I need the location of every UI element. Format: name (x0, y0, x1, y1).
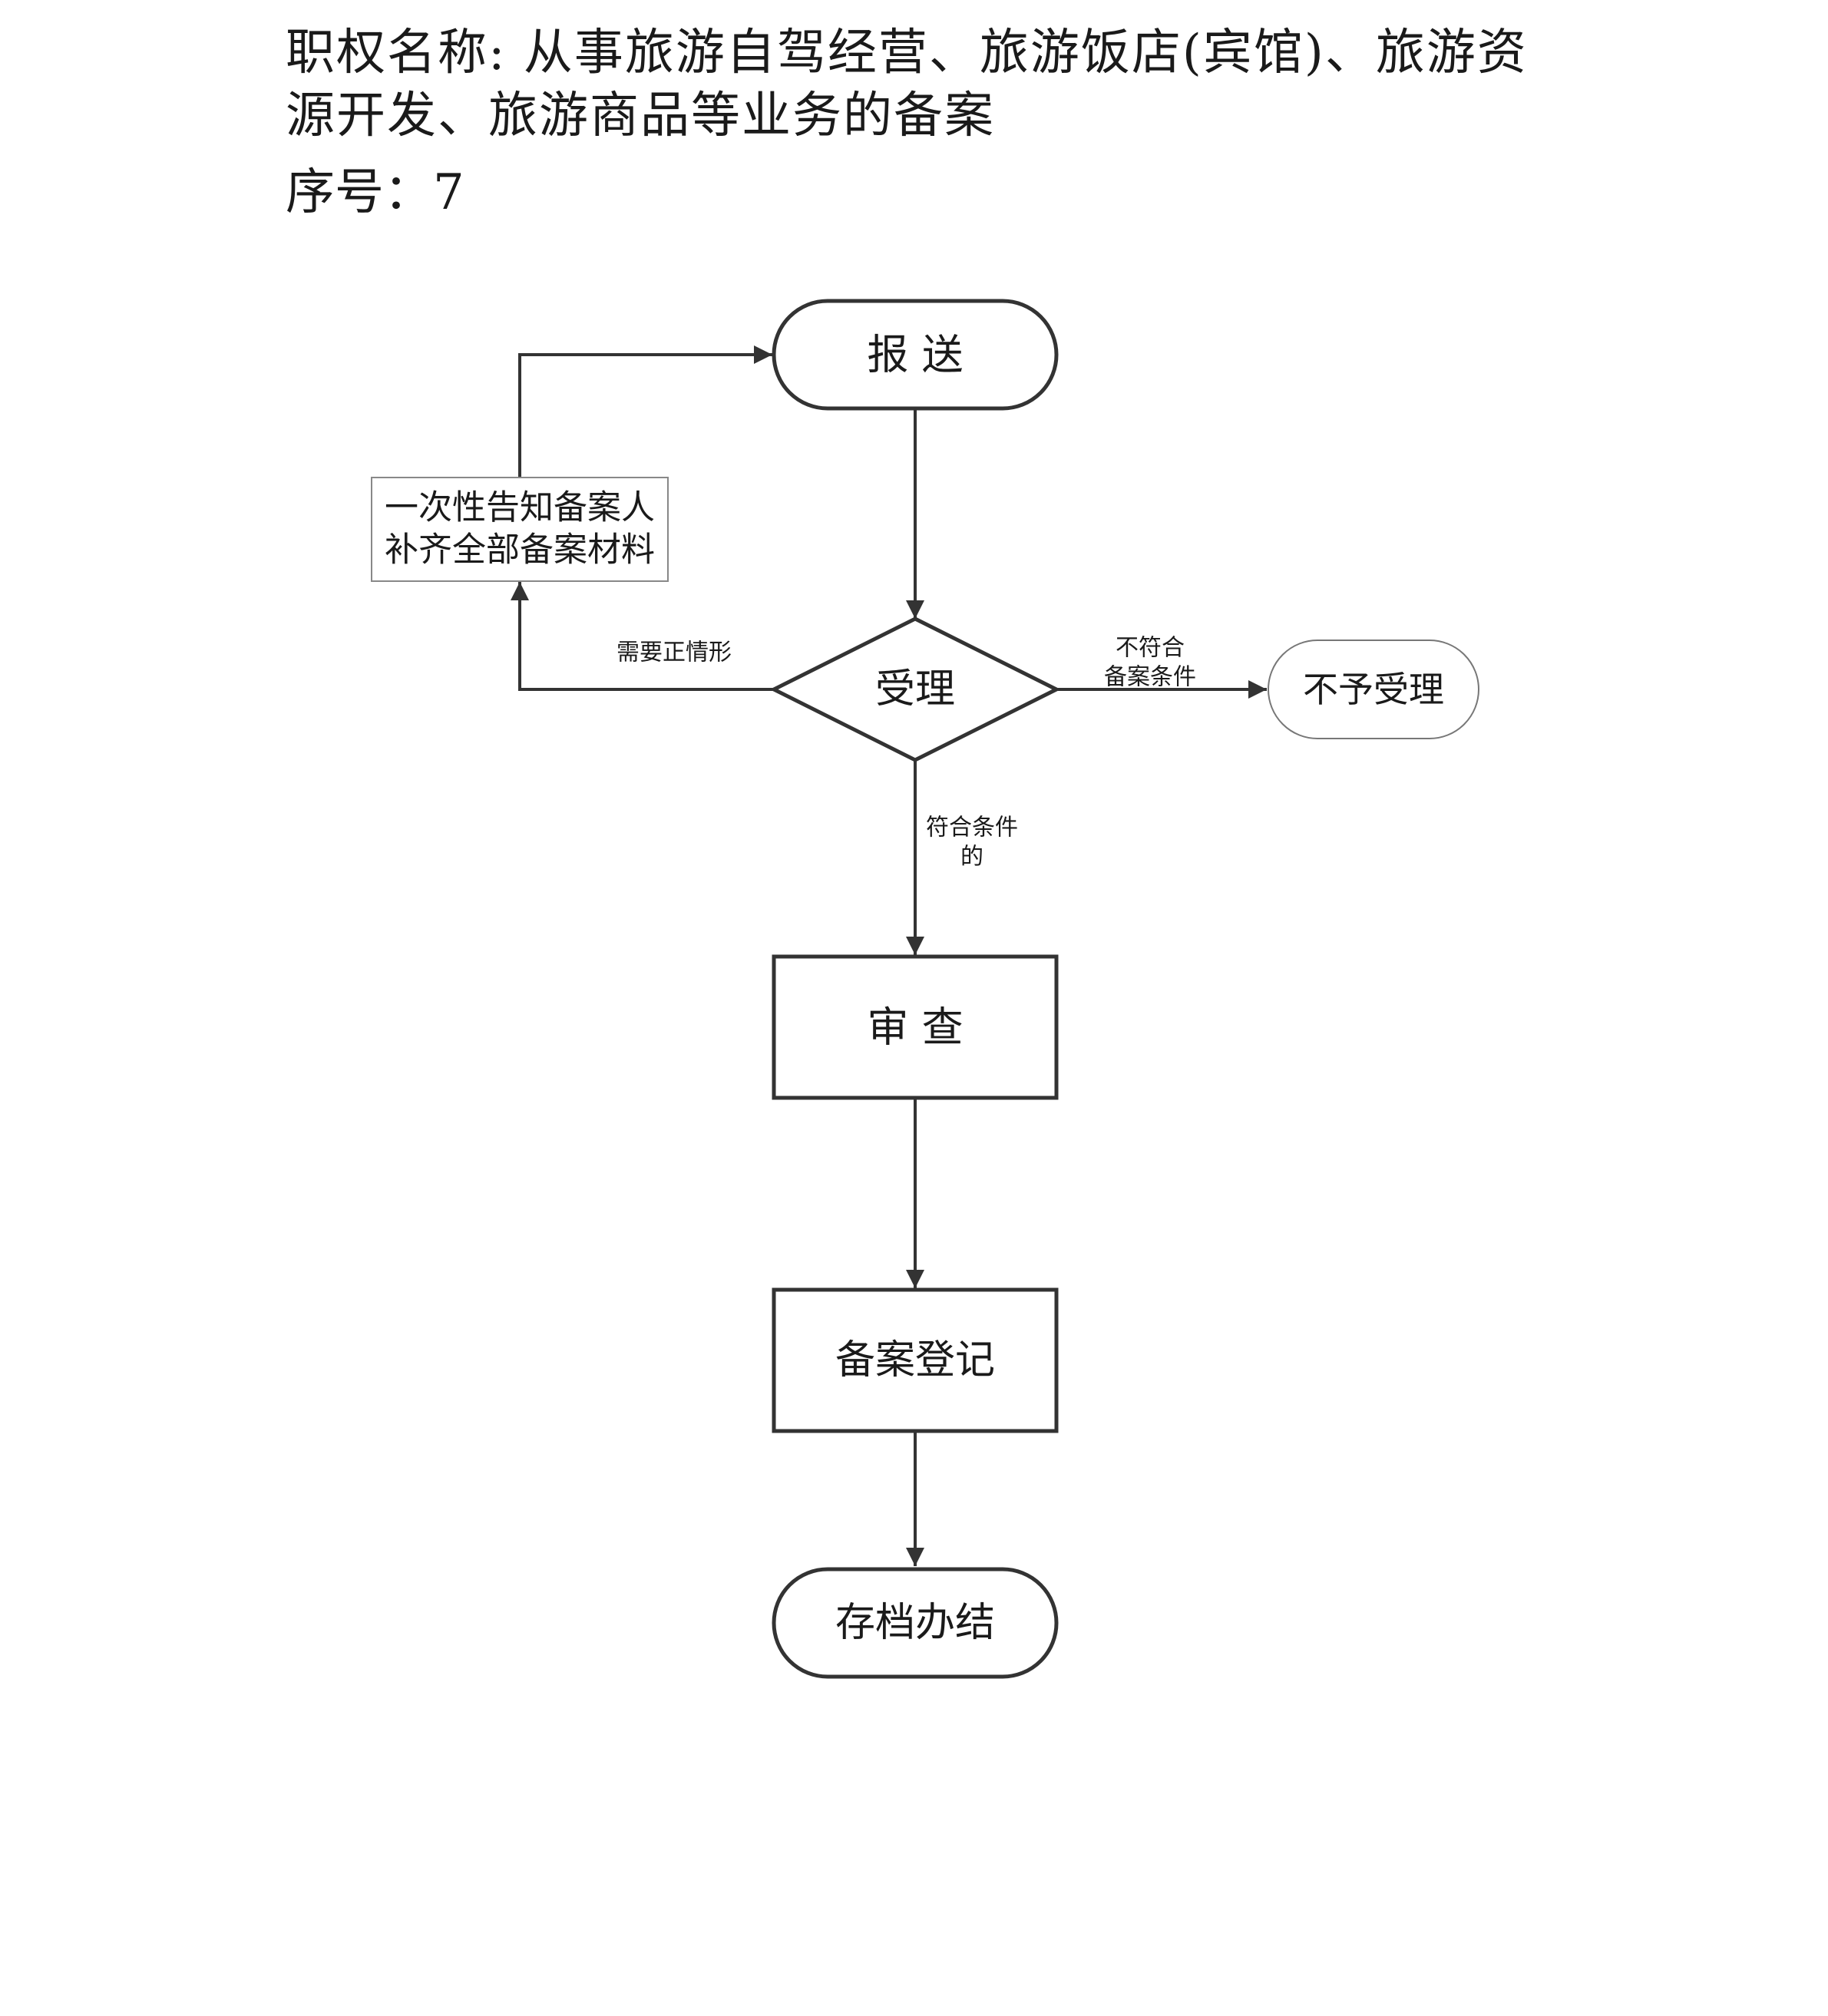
submit-label: 报 送 (867, 331, 963, 379)
edge-accept-to-notify (511, 582, 774, 691)
edge-notify-to-submit (518, 345, 772, 478)
archive-label: 存档办结 (835, 1600, 995, 1646)
node-review: 审 查 (772, 954, 1059, 1100)
submit-terminator (772, 299, 1059, 411)
notify-label-line1: 一次性告知备案人 (385, 488, 655, 527)
reject-label: 不予受理 (1303, 669, 1444, 710)
notify-box (371, 477, 669, 582)
accept-decision (769, 616, 1061, 762)
archive-terminator (772, 1567, 1059, 1679)
correction-label: 需要正情形 (616, 640, 732, 666)
node-accept: 受理 (769, 616, 1061, 762)
serial-number: 序号：7 (286, 161, 1545, 224)
node-reject: 不予受理 (1268, 640, 1479, 739)
review-box (772, 954, 1059, 1100)
serial-label: 序号： (286, 164, 433, 221)
node-notify: 一次性告知备案人 补齐全部备案材料 (371, 477, 669, 582)
page-title: 职权名称: 从事旅游自驾经营、旅游饭店(宾馆)、旅游资源开发、旅游商品等业务的备… (286, 25, 1528, 144)
qualified-label-line1: 符合条件 (926, 815, 1018, 841)
node-submit: 报 送 (772, 299, 1059, 411)
notify-label-line2: 补齐全部备案材料 (385, 530, 655, 570)
review-label: 审 查 (867, 1003, 963, 1052)
node-register: 备案登记 (772, 1287, 1059, 1433)
document-header: 职权名称: 从事旅游自驾经营、旅游饭店(宾馆)、旅游资源开发、旅游商品等业务的备… (286, 21, 1545, 224)
node-archive: 存档办结 (772, 1567, 1059, 1679)
reject-terminator (1268, 640, 1479, 739)
register-box (772, 1287, 1059, 1433)
not-qualified-label-line1: 不符合 (1116, 635, 1185, 662)
qualified-label-line2: 的 (960, 844, 983, 871)
edges (511, 345, 1267, 1566)
not-qualified-label-line2: 备案条件 (1104, 664, 1196, 691)
serial-value: 7 (433, 164, 464, 221)
accept-label: 受理 (875, 666, 955, 712)
edge-labels: 需要正情形 不符合 备案条件 符合条件 的 (616, 635, 1196, 871)
register-label: 备案登记 (835, 1337, 995, 1383)
